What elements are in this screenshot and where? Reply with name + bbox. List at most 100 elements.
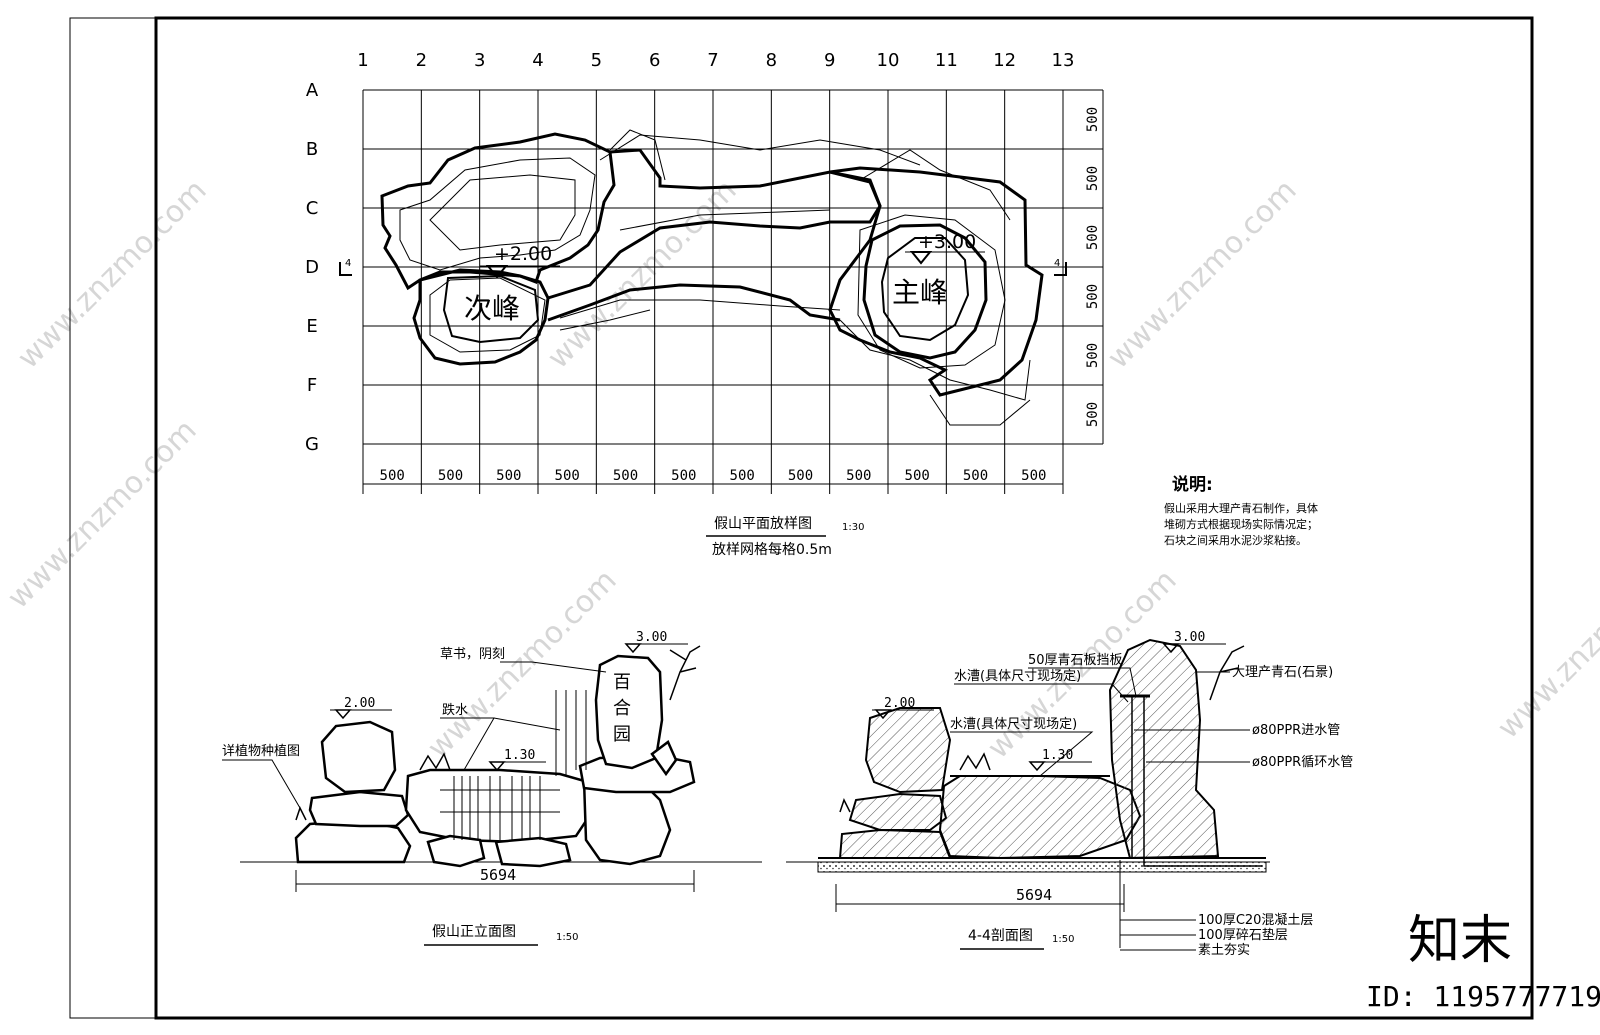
plan-grid (362, 89, 1104, 494)
rock-section (864, 707, 952, 794)
dimension-label: 500 (730, 468, 755, 484)
callout-trough2: 水漕(具体尺寸现场定) (950, 717, 1077, 732)
leader-line (1028, 667, 1137, 697)
callout-carving: 草书，阴刻 (440, 647, 505, 662)
secondary-peak-inner (429, 277, 546, 353)
connecting-ridge (547, 283, 841, 322)
callout-return: ø80PPR循环水管 (1252, 755, 1353, 770)
main-peak-inner (857, 214, 1006, 369)
front-rocks (294, 654, 696, 868)
column-label: 13 (1052, 50, 1075, 71)
dimension-label: 500 (905, 468, 930, 484)
dimension-label: 500 (1085, 107, 1101, 132)
callout-stone: 大理产青石(石景) (1232, 665, 1333, 680)
front-elev-left: 2.00 (344, 696, 375, 711)
rock-outlines (380, 129, 1044, 426)
section-title: 4-4剖面图 (968, 928, 1033, 944)
carved-text: 百 (613, 672, 631, 693)
ridge-fine-lines (559, 134, 921, 319)
watermark-text: www.znzmo.com (1, 413, 204, 616)
main-peak-outline (862, 223, 988, 360)
rock-section (838, 828, 952, 859)
leader-line (440, 717, 561, 771)
gravel-layer (817, 861, 1267, 873)
column-label: 2 (416, 50, 427, 71)
plan-title: 假山平面放样图 (714, 516, 812, 532)
brand-watermark: 知末 (1408, 911, 1512, 971)
column-label: 1 (357, 50, 368, 71)
dimension-label: 500 (788, 468, 813, 484)
section-elev-left: 2.00 (884, 696, 915, 711)
image-id: ID: 1195777719 (1366, 980, 1600, 1013)
section-mark-right-label: 4 (1054, 258, 1060, 269)
plan-scale: 1:30 (842, 522, 864, 533)
elevation-marker (874, 709, 892, 720)
leader-line (222, 759, 301, 809)
elevation-secondary: +2.00 (494, 243, 552, 265)
watermark-text: www.znzmo.com (1491, 543, 1600, 746)
callout-inlet: ø80PPR进水管 (1252, 723, 1340, 738)
carved-text: 园 (613, 724, 631, 745)
waterfall-lines (440, 690, 587, 840)
dimension-label: 500 (1085, 343, 1101, 368)
row-label: D (305, 257, 319, 278)
dimension-label: 500 (555, 468, 580, 484)
callout-board: 50厚青石板挡板 (1028, 653, 1123, 668)
dimension-label: 500 (1085, 225, 1101, 250)
front-elevation: 2.00 3.00 1.30 百 合 园 草书，阴刻 跌水 详植物种植图 569… (222, 630, 762, 946)
layer-label: 100厚碎石垫层 (1198, 927, 1288, 943)
elevation-marker-main (909, 251, 933, 265)
callout-plants: 详植物种植图 (222, 744, 300, 759)
main-rock-fine (839, 149, 1031, 426)
section-elev-water: 1.30 (1042, 748, 1073, 763)
section-mark-left (339, 262, 352, 276)
elevation-marker (488, 761, 506, 772)
elevation-marker (334, 709, 352, 720)
row-label: F (307, 375, 317, 396)
column-label: 3 (474, 50, 485, 71)
rock (404, 768, 594, 844)
plant-icon (839, 645, 1245, 813)
notes-heading: 说明: (1172, 474, 1213, 495)
row-label: G (305, 434, 319, 455)
column-label: 8 (766, 50, 777, 71)
rock-section (938, 775, 1142, 860)
left-rock-inner (429, 174, 576, 251)
row-label: B (306, 139, 318, 160)
secondary-peak-label: 次峰 (464, 292, 520, 325)
column-label: 4 (532, 50, 543, 71)
elevation-marker (1162, 643, 1180, 654)
callout-fall: 跌水 (442, 702, 468, 718)
column-label: 6 (649, 50, 660, 71)
notes-line: 假山采用大理产青石制作，具体 (1164, 501, 1318, 515)
rock (320, 720, 397, 794)
notes-line: 堆砌方式根据现场实际情况定； (1164, 517, 1318, 531)
rock (650, 740, 678, 777)
dimension-label: 500 (613, 468, 638, 484)
ridge-fine-lines (559, 129, 666, 331)
row-label: E (306, 316, 317, 337)
column-label: 9 (824, 50, 835, 71)
notes-line: 石块之间采用水泥沙浆粘接。 (1164, 533, 1307, 547)
column-label: 12 (993, 50, 1016, 71)
dimension-label: 500 (496, 468, 521, 484)
main-peak-label: 主峰 (892, 276, 948, 309)
dimension-label: 500 (1021, 468, 1046, 484)
section-scale: 1:50 (1052, 934, 1074, 945)
left-rock-inner (399, 157, 596, 271)
carved-text: 合 (613, 698, 631, 719)
dimension-label: 500 (438, 468, 463, 484)
watermark-text: www.znzmo.com (421, 563, 624, 766)
leader-line (954, 683, 1129, 703)
rock-section (1108, 638, 1220, 860)
watermark-text: www.znzmo.com (11, 173, 214, 376)
dimension-label: 500 (380, 468, 405, 484)
elevation-main: +3.00 (918, 231, 976, 253)
section-elev-top: 3.00 (1174, 630, 1205, 645)
dimension-label: 500 (1085, 402, 1101, 427)
front-elev-water: 1.30 (504, 748, 535, 763)
dimension-label: 500 (1085, 166, 1101, 191)
